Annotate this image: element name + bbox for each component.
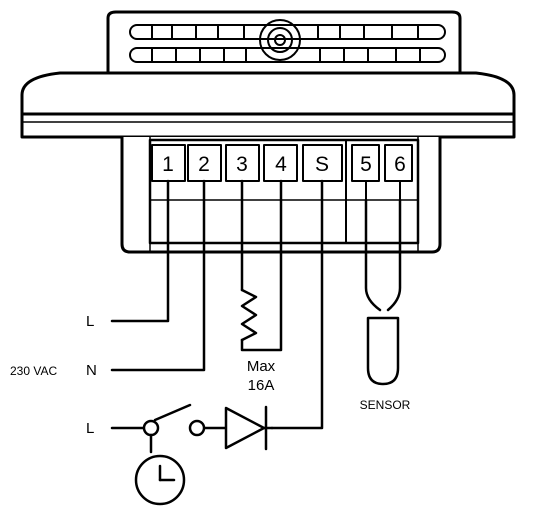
wire-line-1 — [110, 179, 170, 323]
label-load-current: 16A — [248, 377, 275, 394]
label-neutral: N — [86, 362, 97, 379]
clock-icon — [134, 454, 186, 506]
cover-dome — [20, 71, 516, 116]
terminal-s-label: S — [315, 153, 329, 176]
terminal-6: 6 — [384, 144, 413, 182]
diode-icon — [224, 405, 274, 451]
label-line-2: L — [86, 420, 94, 437]
thermostat-housing — [20, 10, 516, 254]
cover-base-plate — [20, 112, 516, 139]
terminal-4: 4 — [263, 144, 298, 182]
terminal-6-label: 6 — [394, 153, 406, 176]
terminal-5: 5 — [351, 144, 380, 182]
terminal-2-label: 2 — [198, 153, 210, 176]
temperature-sensor-icon — [364, 198, 402, 386]
terminal-1-label: 1 — [162, 153, 174, 176]
terminal-2: 2 — [187, 144, 222, 182]
label-line-1: L — [86, 313, 94, 330]
heating-load-icon — [240, 288, 258, 342]
label-sensor: SENSOR — [360, 398, 411, 412]
terminal-3-label: 3 — [236, 153, 248, 176]
terminal-1: 1 — [151, 144, 186, 182]
vent-grille-icon — [129, 19, 446, 63]
label-load-max: Max — [247, 358, 276, 375]
terminal-4-label: 4 — [275, 153, 287, 176]
wire-load — [240, 179, 283, 352]
terminal-3: 3 — [225, 144, 260, 182]
switch-icon — [142, 403, 206, 454]
label-supply-voltage: 230 VAC — [10, 364, 57, 378]
wire-neutral — [110, 179, 206, 372]
wire-setback — [270, 179, 324, 430]
terminal-5-label: 5 — [360, 153, 372, 176]
terminal-s: S — [302, 144, 343, 182]
